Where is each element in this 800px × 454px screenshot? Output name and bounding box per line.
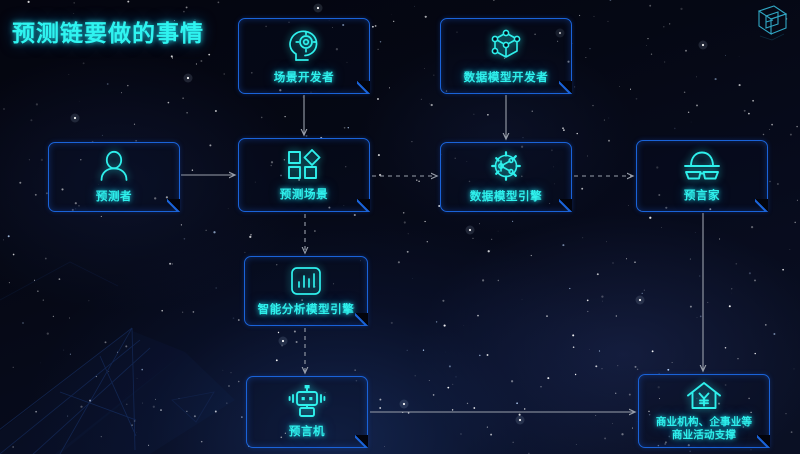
cube-logo xyxy=(757,5,788,41)
node-label: 预测者 xyxy=(95,189,133,204)
node-prophet[interactable]: 预言家 xyxy=(636,140,769,213)
page-title: 预测链要做的事情 xyxy=(12,21,204,47)
head-gear-icon xyxy=(284,27,324,65)
node-data-model-developer[interactable]: 数据模型开发者 xyxy=(440,18,573,95)
node-analysis-model-engine[interactable]: 智能分析模型引擎 xyxy=(244,256,369,327)
network-cube-icon xyxy=(486,27,526,65)
node-label: 商业机构、企事业等 商业活动支撑 xyxy=(655,415,753,441)
robot-icon xyxy=(287,385,327,419)
node-data-model-engine[interactable]: 数据模型引擎 xyxy=(440,142,573,213)
gear-network-icon xyxy=(488,150,524,184)
node-oracle-machine[interactable]: 预言机 xyxy=(246,376,369,449)
node-label: 预测场景 xyxy=(279,187,329,202)
apps-grid-icon xyxy=(285,148,323,182)
node-scene-developer[interactable]: 场景开发者 xyxy=(238,18,371,95)
user-icon xyxy=(97,150,131,184)
node-label: 数据模型开发者 xyxy=(463,70,549,85)
node-label: 场景开发者 xyxy=(273,70,335,85)
node-label: 数据模型引擎 xyxy=(469,189,543,204)
house-yen-icon xyxy=(685,381,723,411)
node-label: 智能分析模型引擎 xyxy=(257,302,355,317)
bar-chart-icon xyxy=(289,265,323,297)
hat-glasses-icon xyxy=(681,149,723,183)
node-label: 预言家 xyxy=(683,188,721,203)
node-predictor[interactable]: 预测者 xyxy=(48,142,181,213)
node-prediction-scene[interactable]: 预测场景 xyxy=(238,138,371,213)
node-label: 预言机 xyxy=(288,424,326,439)
node-business-support[interactable]: 商业机构、企事业等 商业活动支撑 xyxy=(638,374,771,449)
